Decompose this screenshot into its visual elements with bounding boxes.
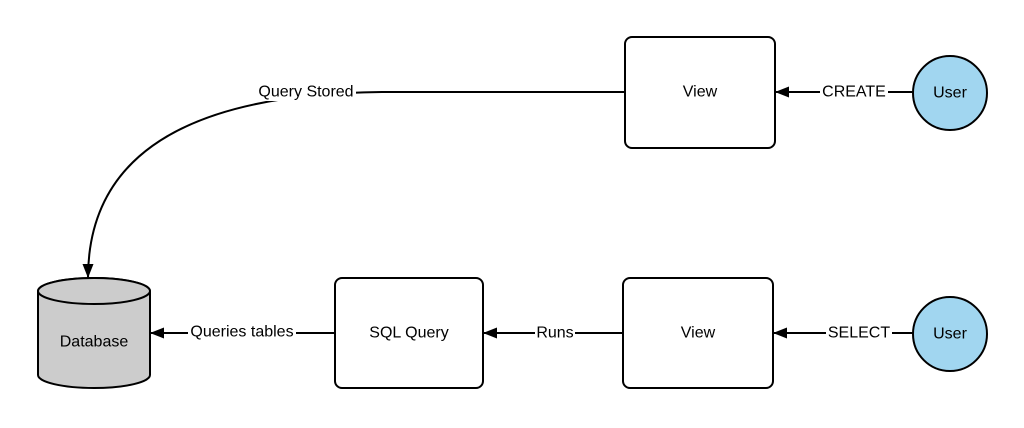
node-view-top-label: View xyxy=(683,84,718,101)
queries-tables-label-bg xyxy=(188,323,296,341)
node-database-label: Database xyxy=(60,334,129,351)
node-database: Database xyxy=(37,277,151,389)
node-view-bottom: View xyxy=(622,277,774,389)
node-user-top: User xyxy=(912,55,988,131)
runs-label: Runs xyxy=(536,325,573,342)
node-user-bottom: User xyxy=(912,296,988,372)
edge-label-queries-tables: Queries tables xyxy=(188,323,296,341)
database-cylinder-top xyxy=(37,277,151,305)
create-label-bg xyxy=(820,83,888,101)
node-sql-query: SQL Query xyxy=(334,277,484,389)
queries-tables-label: Queries tables xyxy=(190,324,293,341)
query-stored-label-bg xyxy=(257,83,356,101)
node-sql-query-label: SQL Query xyxy=(369,325,448,342)
edge-query-stored xyxy=(82,91,625,279)
edge-label-select: SELECT xyxy=(826,324,892,342)
node-view-bottom-label: View xyxy=(681,325,716,342)
node-view-top: View xyxy=(624,36,776,149)
select-label-bg xyxy=(826,324,892,342)
node-user-bottom-label: User xyxy=(933,326,967,343)
edge-label-query-stored: Query Stored xyxy=(257,83,356,101)
create-label: CREATE xyxy=(822,84,886,101)
runs-label-bg xyxy=(535,324,575,342)
node-user-top-label: User xyxy=(933,85,967,102)
edge-label-runs: Runs xyxy=(535,324,575,342)
query-stored-label: Query Stored xyxy=(258,84,353,101)
select-label: SELECT xyxy=(828,325,890,342)
query-stored-connector xyxy=(82,91,625,279)
edge-label-create: CREATE xyxy=(820,83,888,101)
